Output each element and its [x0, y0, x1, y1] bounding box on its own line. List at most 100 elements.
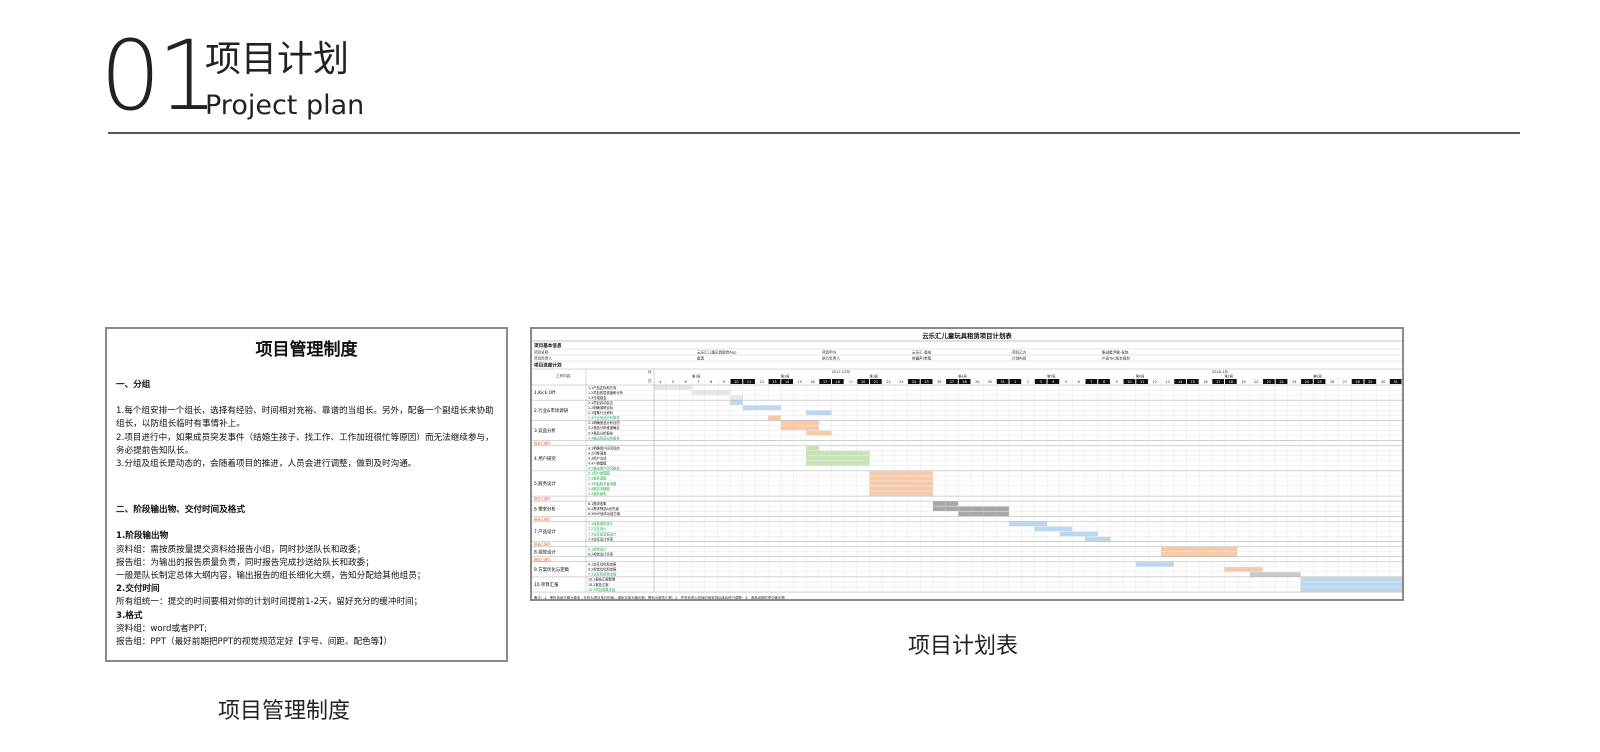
- gantt-task-name: 5.3利益相关者地图: [588, 481, 617, 486]
- gantt-bar: [869, 486, 933, 491]
- day-label: 23: [899, 380, 903, 384]
- day-label: 13: [772, 380, 776, 384]
- week-label: 第5周: [1047, 374, 1055, 379]
- doc-paragraph: 1.每个组安排一个组长，选择有经验、时间相对充裕、靠谱的当组长。另外，配备一个副…: [116, 406, 494, 430]
- day-label: 14: [785, 380, 789, 384]
- info-cell: 云乐汇-童成: [912, 350, 932, 355]
- day-label: 20: [1254, 380, 1258, 384]
- doc-line: 一般是队长制定总体大纲内容，输出报告的组长细化大纲，告知分配给其他组员；: [116, 571, 426, 582]
- week-label: 第2周: [781, 374, 789, 379]
- day-label: 日: [648, 379, 651, 383]
- day-label: 16: [810, 380, 814, 384]
- weekend-day-cell: [870, 379, 882, 384]
- day-label: 28: [962, 380, 966, 384]
- day-label: 9: [1116, 380, 1118, 384]
- doc-sub-heading: 1.阶段输出物: [116, 531, 169, 542]
- weekend-day-cell: [1047, 379, 1060, 384]
- weekend-day-cell: [1389, 379, 1402, 384]
- gantt-task-name: 2.4行业竞品分析报告: [588, 415, 620, 420]
- gantt-task-name: 9.2视觉优化和定稿: [588, 567, 617, 572]
- day-label: 30: [1381, 380, 1385, 384]
- weekend-day-cell: [1313, 379, 1326, 384]
- gantt-task-name: 8.1视觉设计: [588, 546, 607, 551]
- info-cell: 执行负责人: [822, 356, 840, 361]
- week-label: 第8周: [1313, 374, 1321, 379]
- gantt-task-name: 10.2报告汇报: [588, 582, 609, 587]
- weekend-day-cell: [730, 379, 743, 384]
- day-label: 19: [848, 380, 852, 384]
- gantt-group-label: 9.方案优化与定稿: [534, 566, 570, 573]
- gantt-task-name: 6.1需求收集: [588, 501, 607, 506]
- day-label: 8: [710, 380, 712, 384]
- day-label: 15: [1191, 380, 1195, 384]
- gantt-task-name: 2.1项目启动会议: [588, 400, 614, 405]
- gantt-bar: [1008, 521, 1048, 527]
- weekend-day-cell: [819, 379, 831, 384]
- weekend-day-cell: [1136, 379, 1148, 384]
- day-label: 21: [874, 380, 878, 384]
- gantt-task-name: 9.1交互优化和定稿: [588, 562, 617, 567]
- day-label: 17: [823, 380, 827, 384]
- info-cell: 项目负责人: [534, 356, 552, 361]
- gantt-task-name: 5.5服务画布: [588, 491, 607, 496]
- weekend-day-cell: [781, 379, 793, 384]
- weekend-day-cell: [1123, 379, 1136, 384]
- gantt-group-label: 4.用户研究: [534, 455, 556, 462]
- weekend-day-cell: [908, 379, 920, 384]
- gantt-group-label: 10.项目汇报: [534, 581, 559, 588]
- doc-sub-heading: 3.格式: [116, 610, 143, 621]
- gantt-task-name: 3.4输出竞品分析报告: [588, 435, 620, 440]
- info-cell: 项目名称: [534, 350, 549, 355]
- gantt-bar: [780, 425, 819, 431]
- day-label: 5: [1065, 380, 1067, 384]
- weekend-day-cell: [1034, 379, 1047, 384]
- day-label: 27: [1343, 380, 1347, 384]
- day-label: 25: [1317, 380, 1321, 384]
- gantt-bar: [869, 476, 933, 481]
- gantt-task-name: 4.2问卷调查: [588, 450, 607, 455]
- gantt-task-name: 10.3项目成果总结: [588, 587, 616, 592]
- gantt-task-name: 9.3交互和视觉定稿: [588, 572, 617, 577]
- gantt-group-label: 8.视觉设计: [534, 548, 556, 555]
- gantt-bar: [806, 456, 870, 461]
- weekend-day-cell: [1186, 379, 1199, 384]
- weekend-day-cell: [1275, 379, 1288, 384]
- caption-management-doc: 项目管理制度: [218, 699, 351, 724]
- weekend-day-cell: [958, 379, 971, 384]
- doc-sub-heading: 2.交付时间: [116, 584, 160, 595]
- weekend-day-cell: [1174, 379, 1186, 384]
- day-label: 16: [1203, 380, 1207, 384]
- weekend-day-cell: [920, 379, 933, 384]
- gantt-task-name: 1.1产品定标和方向: [588, 385, 616, 390]
- day-label: 24: [912, 380, 916, 384]
- week-label: 第7周: [1225, 374, 1233, 379]
- gantt-bar: [869, 491, 933, 496]
- day-label: 19: [1241, 380, 1245, 384]
- gantt-task-name: 5.1用户旅程图: [588, 471, 610, 476]
- gantt-bar: [730, 400, 743, 405]
- day-label: 18: [1229, 380, 1233, 384]
- week-label: 第1周: [692, 374, 700, 379]
- weekend-day-cell: [1098, 379, 1110, 384]
- gantt-group-label: 2.行业&市场调研: [534, 407, 569, 414]
- report-phase-label: 报告汇报阶: [534, 441, 552, 446]
- gantt-task-name: 6.3MVP版本功能方案: [588, 511, 621, 516]
- gantt-task-name: 2.3搜集行业资料: [588, 410, 614, 415]
- day-label: 22: [886, 380, 890, 384]
- gantt-bar: [768, 415, 781, 421]
- weekend-day-cell: [1212, 379, 1225, 384]
- day-label: 24: [1305, 380, 1309, 384]
- caption-gantt: 项目计划表: [908, 634, 1019, 659]
- day-label: 21: [1267, 380, 1271, 384]
- month-label: 2017.12月: [831, 369, 849, 374]
- weekend-day-cell: [1263, 379, 1275, 384]
- info-cell: 产品ToC版本规划: [1102, 356, 1130, 361]
- weekend-day-cell: [1351, 379, 1364, 384]
- weekend-day-cell: [996, 379, 1009, 384]
- gantt-bar: [1059, 531, 1098, 537]
- day-label: 22: [1279, 380, 1283, 384]
- report-phase-label: 报告汇报阶: [534, 542, 552, 547]
- weekend-day-cell: [1009, 379, 1022, 384]
- doc-body: 一、分组 1.每个组安排一个组长，选择有经验、时间相对充裕、靠谱的当组长。另外，…: [116, 379, 500, 649]
- day-label: 12: [760, 380, 764, 384]
